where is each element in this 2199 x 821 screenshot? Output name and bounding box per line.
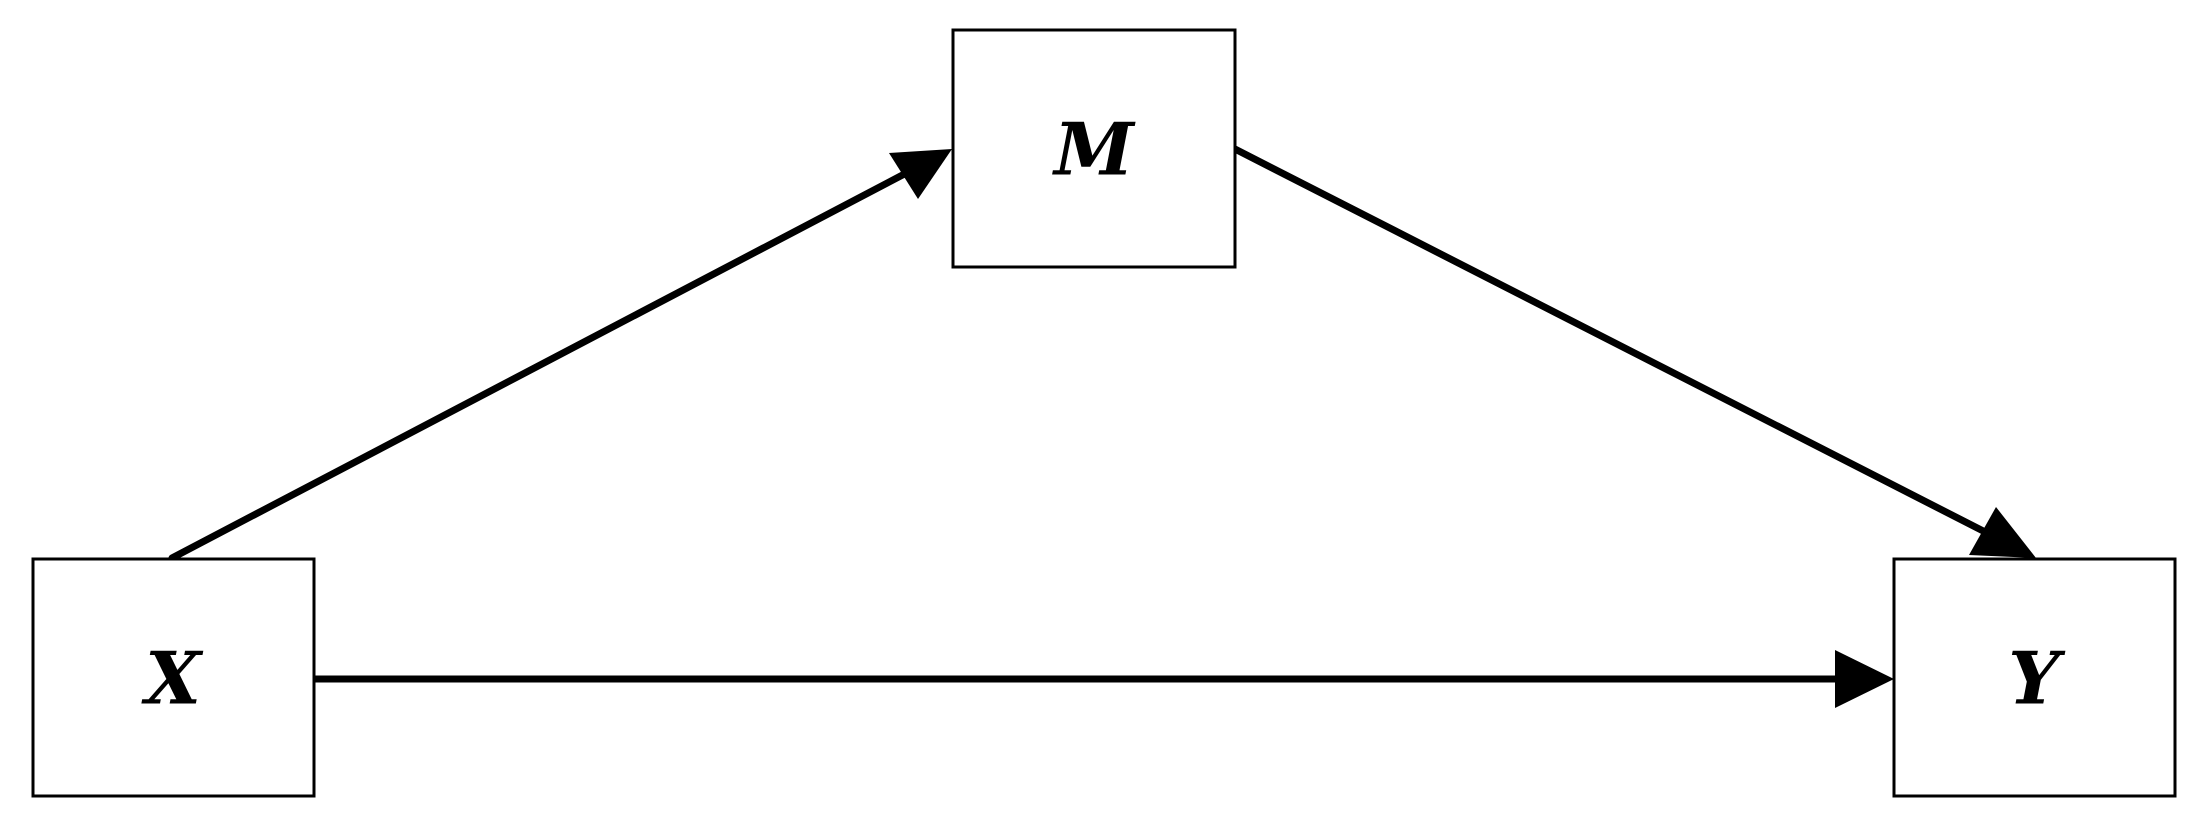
edge-m-to-y-arrowhead [1969, 507, 2036, 558]
edge-x-to-m-arrowhead [889, 149, 952, 199]
node-m-box [951, 28, 1237, 269]
node-y-box [1892, 557, 2177, 798]
edge-x-to-m [168, 149, 952, 562]
edge-m-to-y [1229, 144, 2036, 558]
node-x: X [31, 557, 316, 798]
node-y-label: Y [2008, 636, 2066, 721]
edge-m-to-y-line [1229, 144, 1997, 540]
edge-x-to-y [306, 650, 1894, 708]
node-x-label: X [141, 636, 204, 721]
node-x-box [31, 557, 316, 798]
node-m: M [951, 28, 1237, 269]
node-y: Y [1892, 557, 2177, 798]
edge-x-to-y-arrowhead [1835, 650, 1894, 708]
node-m-label: M [1051, 107, 1136, 192]
edge-x-to-m-line [168, 166, 916, 562]
